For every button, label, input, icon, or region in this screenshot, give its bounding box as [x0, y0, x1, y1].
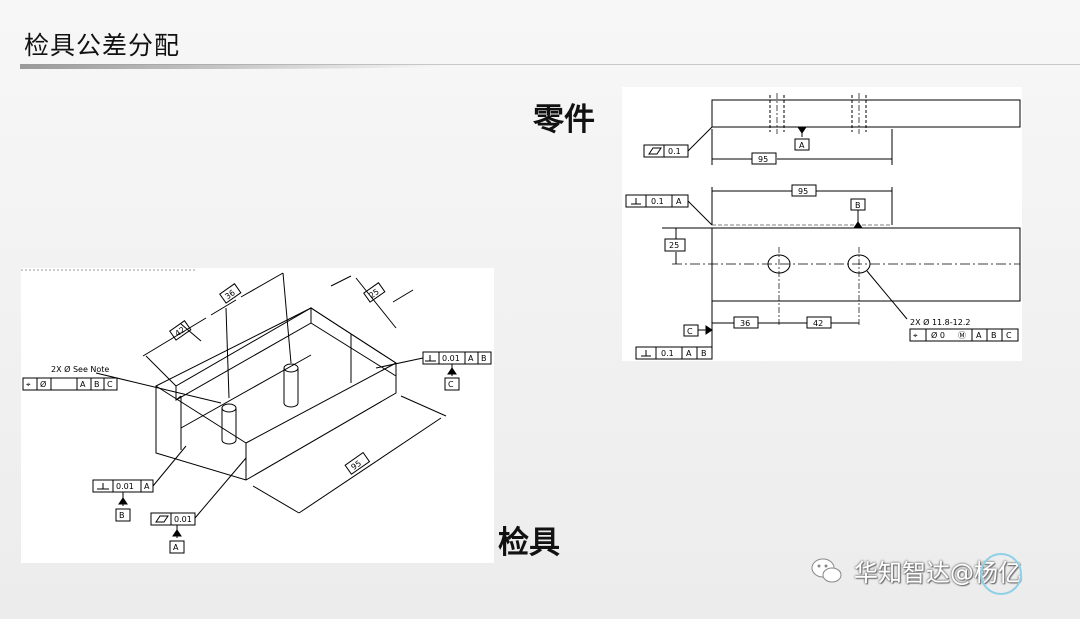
title-swoosh — [20, 64, 440, 69]
gauge-hole-note: 2X Ø See Note — [51, 364, 109, 374]
part-flatness-value: 0.1 — [668, 147, 681, 156]
part-datum-c: C — [687, 327, 693, 336]
part-perp-value: 0.1 — [651, 197, 664, 206]
gauge-perp-right-value: 0.01 — [442, 354, 460, 363]
part-hole-note: 2X Ø 11.8-12.2 — [910, 317, 970, 327]
part-dim-25: 25 — [669, 241, 679, 250]
part-pos-datum-a: A — [976, 331, 982, 340]
part-dim-42: 42 — [813, 319, 823, 328]
gauge-drawing: 2X Ø See Note ⌖ Ø A B C 42 36 25 95 ⊥ 0.… — [21, 268, 494, 563]
part-pos-symbol: ⌖ — [913, 331, 918, 340]
slide-title: 检具公差分配 — [24, 31, 181, 60]
gauge-pos-datum-c: C — [107, 380, 113, 389]
gauge-perp-right-datum-a: A — [468, 354, 474, 363]
part-bottom-perp-value: 0.1 — [661, 349, 674, 358]
wechat-icon — [811, 558, 842, 582]
part-dim-95-front: 95 — [798, 187, 808, 196]
gauge-flatness-value: 0.01 — [174, 515, 192, 524]
part-pos-tol: Ø 0 — [931, 330, 945, 340]
part-drawing: A 0.1 95 95 0.1 A B 25 C 36 42 2X Ø 11.8… — [622, 87, 1022, 361]
part-pos-datum-b: B — [991, 331, 997, 340]
part-pos-datum-c: C — [1006, 331, 1012, 340]
gauge-perp-right-datum-b: B — [481, 354, 487, 363]
gauge-datum-c: C — [448, 380, 454, 389]
part-datum-a: A — [799, 141, 805, 150]
title-divider — [20, 64, 1080, 65]
part-label: 零件 — [533, 102, 595, 138]
part-bottom-perp-datum-a: A — [686, 349, 692, 358]
part-dim-95-top: 95 — [758, 155, 768, 164]
part-front-view — [711, 227, 1021, 302]
gauge-pos-datum-b: B — [94, 380, 100, 389]
gauge-datum-b: B — [119, 511, 125, 520]
gauge-label: 检具 — [498, 525, 560, 561]
gauge-datum-a: A — [173, 543, 179, 552]
gauge-pos-dia: Ø — [40, 379, 46, 389]
loading-circle-icon — [980, 553, 1022, 595]
gauge-perp-left-datum: A — [144, 482, 150, 491]
part-bottom-perp-symbol: ⊥ — [639, 355, 640, 357]
gauge-drawing-svg: 2X Ø See Note ⌖ Ø A B C 42 36 25 95 ⊥ 0.… — [21, 269, 492, 554]
part-bottom-perp-datum-b: B — [701, 349, 707, 358]
part-perp-datum: A — [676, 197, 682, 206]
part-datum-b: B — [855, 201, 861, 210]
gauge-perp-left-value: 0.01 — [116, 482, 134, 491]
part-drawing-svg: A 0.1 95 95 0.1 A B 25 C 36 42 2X Ø 11.8… — [625, 93, 1021, 360]
gauge-pos-datum-a: A — [80, 380, 86, 389]
part-dim-36: 36 — [740, 319, 750, 328]
part-pos-mmc: Ⓜ — [958, 331, 966, 340]
gauge-pos-symbol: ⌖ — [26, 380, 31, 389]
